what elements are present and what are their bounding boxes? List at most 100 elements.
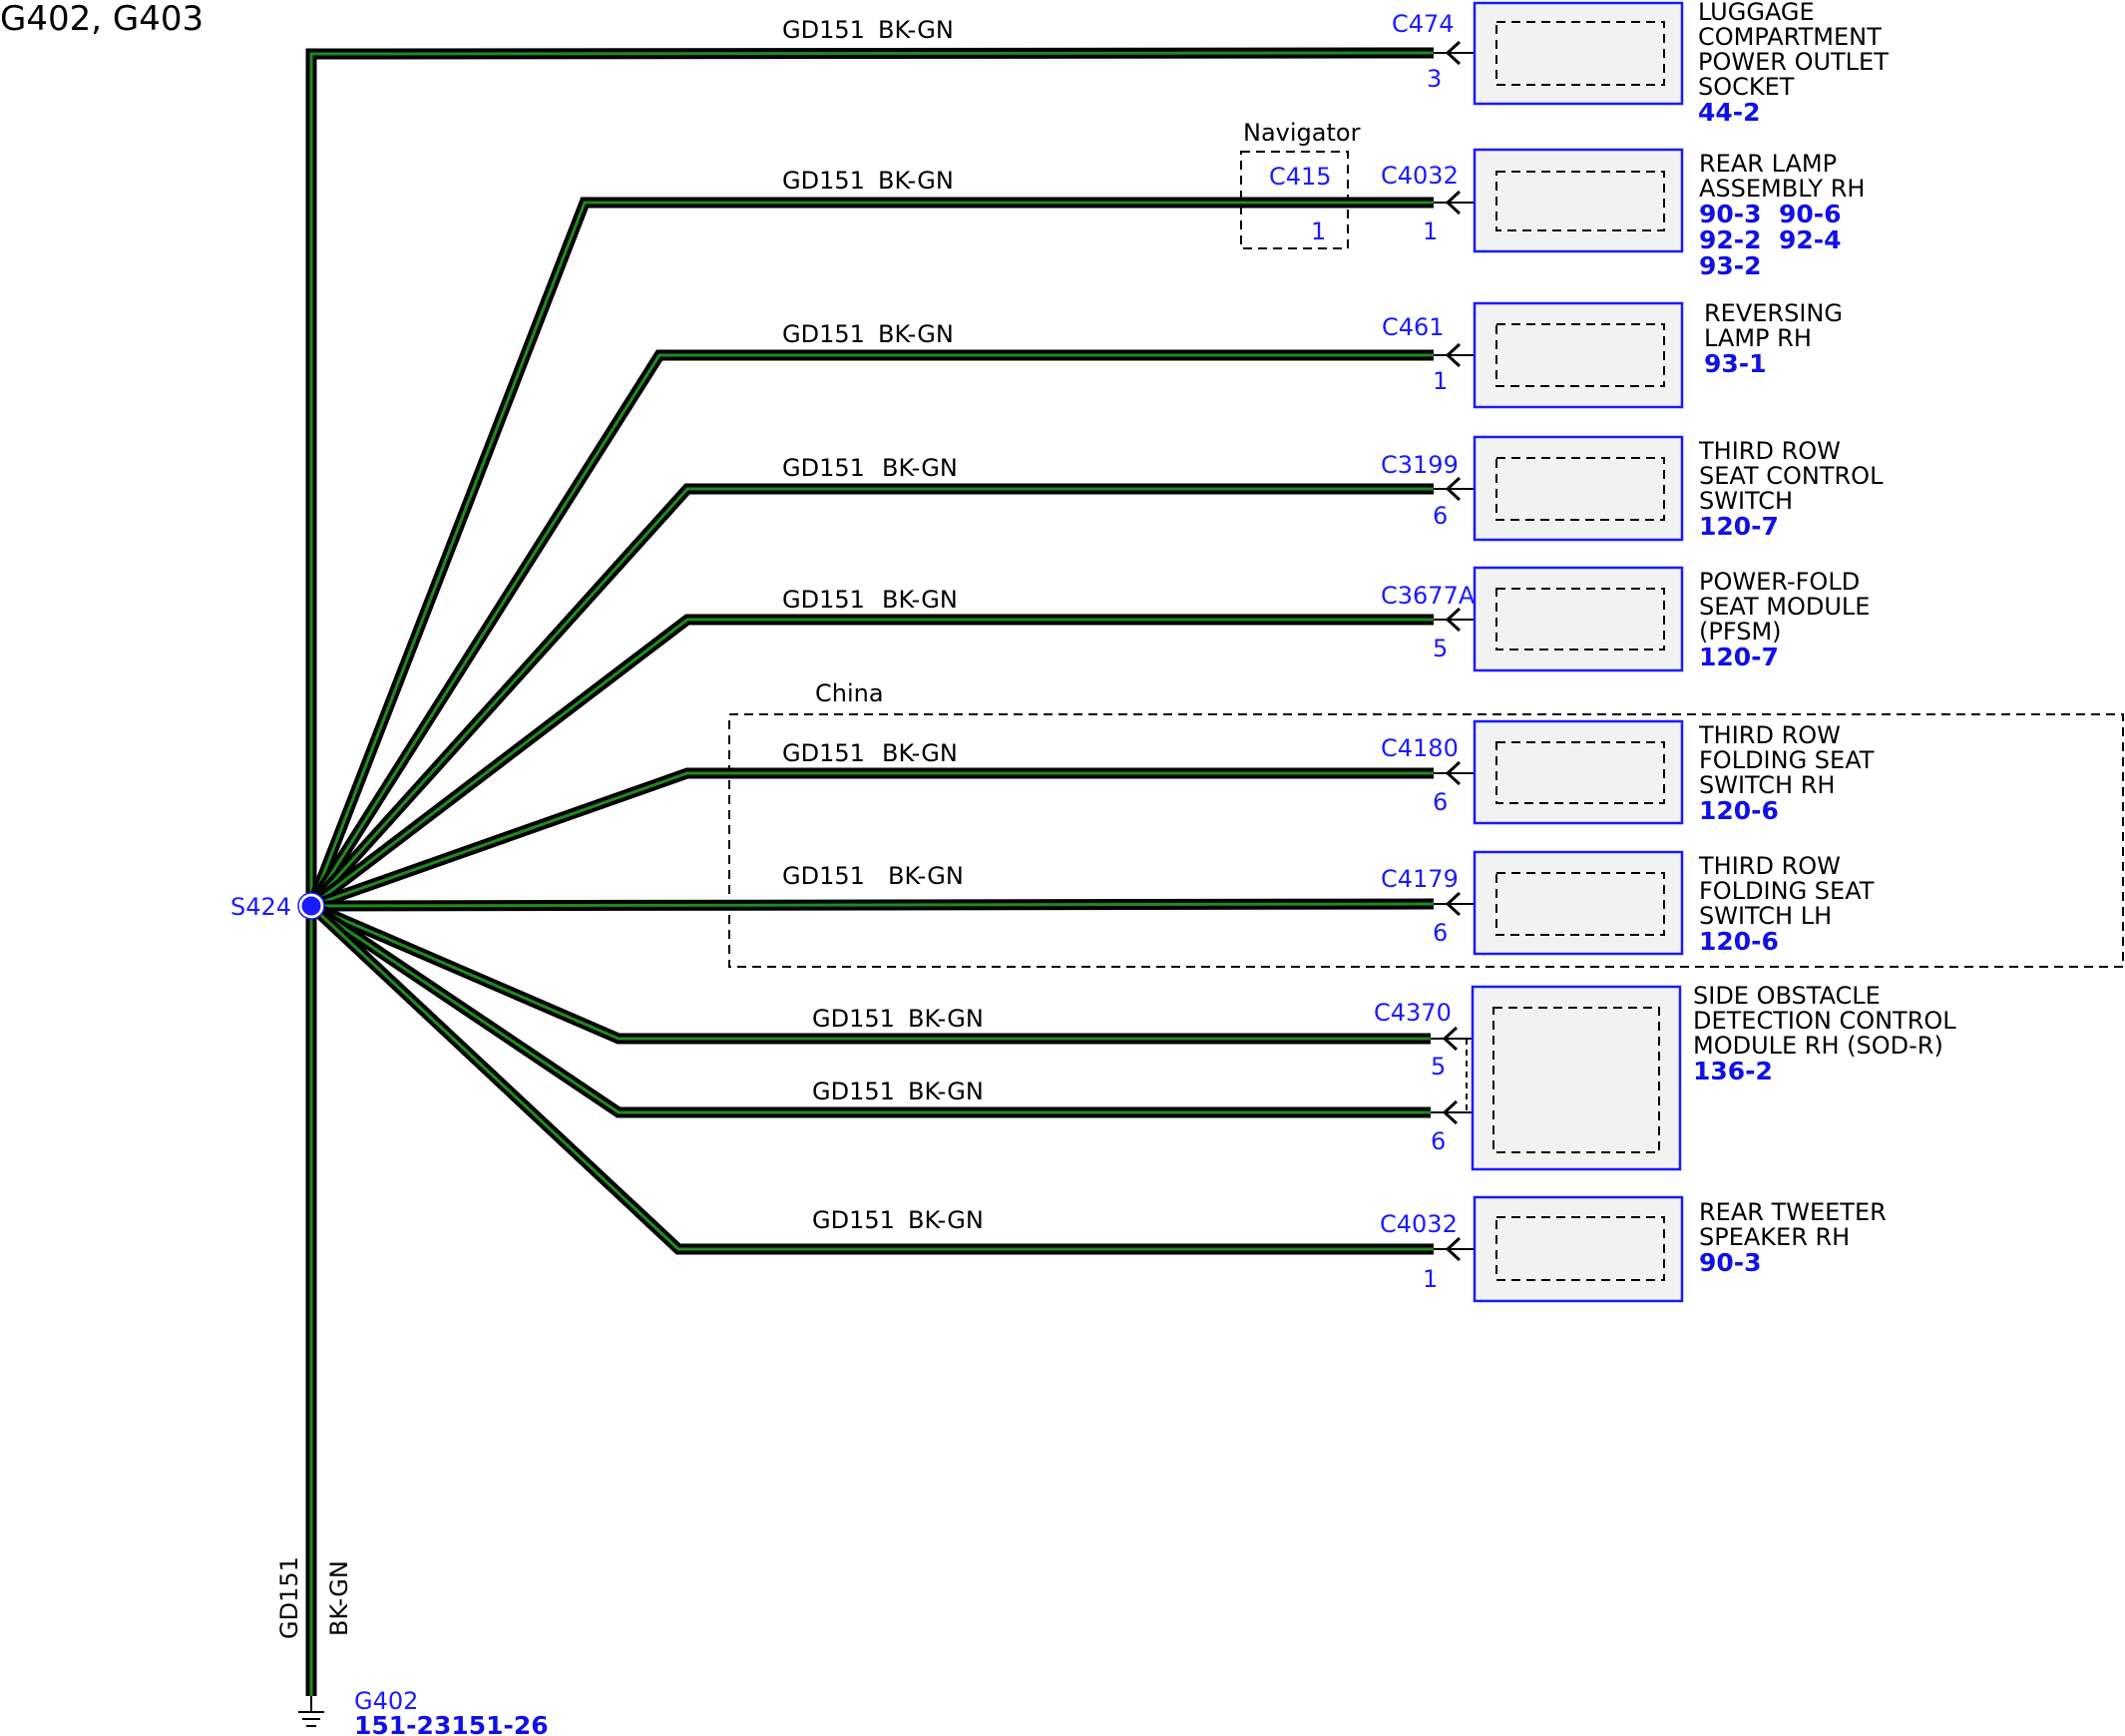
pin-label-7: 6 [1433,919,1448,947]
wire-label-9-circuit: GD151 [812,1206,895,1234]
wire-label-8a-circuit: GD151 [812,1005,895,1033]
component-7-name-line-1: THIRD ROW [1698,852,1841,880]
wire-branch-8b [307,901,1431,1118]
component-2-ref-3[interactable]: 93-2 [1699,251,1762,280]
splice-dot-icon [298,893,324,919]
wire-label-2-circuit: GD151 [782,167,865,195]
wire-label-9-color: BK-GN [908,1206,984,1234]
wire-label-3-circuit: GD151 [782,320,865,348]
component-5-ref-1[interactable]: 120-7 [1699,643,1779,671]
wire-label-4-circuit: GD151 [782,454,865,482]
wire-label-3-color: BK-GN [878,320,954,348]
component-7-name-line-3: SWITCH LH [1699,902,1832,930]
pin-label-8b: 6 [1431,1127,1446,1155]
wire-label-6-color: BK-GN [882,739,958,767]
pin-label-4: 6 [1433,502,1448,530]
connector-label-4: C3199 [1381,451,1459,479]
component-1-name-line-3: POWER OUTLET [1698,48,1889,76]
connector-label-9: C4032 [1380,1210,1458,1238]
component-9-ref-1[interactable]: 90-3 [1699,1248,1762,1277]
china-region: China [728,679,2124,968]
component-3-name-line-2: LAMP RH [1704,324,1812,352]
component-2-ref-1[interactable]: 90-3 90-6 [1699,200,1842,228]
component-2-ref-2[interactable]: 92-2 92-4 [1699,225,1842,254]
connector-arrow-icon [1442,1099,1459,1125]
wire-label-5-color: BK-GN [882,586,958,614]
china-label: China [815,679,884,707]
components [1431,1,1684,1303]
wire-branch-6 [309,767,1434,912]
connector-label-8: C4370 [1374,999,1452,1027]
pin-label-3: 1 [1433,367,1448,395]
connector-arrow-icon [1445,342,1462,368]
component-7-name-line-2: FOLDING SEAT [1699,877,1875,905]
component-6-name-line-2: FOLDING SEAT [1699,746,1875,774]
component-1 [1434,1,1684,106]
wire-branch-5 [307,614,1434,911]
connector-label-3: C461 [1382,313,1445,341]
component-3-ref-1[interactable]: 93-1 [1704,349,1767,378]
connector-label-2: C4032 [1381,162,1459,190]
wire-label-2-color: BK-GN [878,167,954,195]
connector-arrow-icon [1445,190,1462,216]
wire-label-7-color: BK-GN [888,862,964,890]
wire-label-8b-circuit: GD151 [812,1078,895,1105]
wire-label-8b-color: BK-GN [908,1078,984,1105]
connector-arrow-icon [1445,891,1462,917]
component-1-name-line-2: COMPARTMENT [1698,23,1882,51]
connector-arrow-icon [1442,1026,1459,1052]
wire-branch-7 [310,898,1435,912]
component-4 [1434,435,1684,542]
wire-branch-8a [308,900,1431,1045]
connector-label-1: C474 [1392,10,1455,38]
component-3-name-line-1: REVERSING [1704,299,1843,327]
navigator-pin-label: 1 [1311,217,1326,245]
pin-label-5: 5 [1433,635,1448,662]
component-8-name-line-1: SIDE OBSTACLE [1693,982,1881,1010]
component-2 [1434,148,1684,253]
wire-branch-1 [305,47,1435,906]
pin-label-1: 3 [1427,65,1442,93]
component-1-ref-1[interactable]: 44-2 [1698,98,1761,127]
navigator-region: Navigator C415 1 [1240,119,1361,249]
component-7 [1434,850,1684,956]
component-5 [1434,566,1684,672]
component-8-name-line-2: DETECTION CONTROL [1693,1007,1956,1035]
splice-s424: S424 [230,892,325,921]
wire-branch-4 [306,483,1434,910]
splice-label: S424 [230,893,291,921]
component-2-name-line-1: REAR LAMP [1699,150,1837,178]
component-9 [1434,1195,1684,1303]
component-7-ref-1[interactable]: 120-6 [1699,927,1779,956]
wire-labels: GD151 BK-GN GD151 BK-GN GD151 BK-GN GD15… [275,16,984,1639]
component-4-name-line-3: SWITCH [1699,487,1793,515]
trunk-circuit-label: GD151 [275,1556,303,1639]
wire-label-8a-color: BK-GN [908,1005,984,1033]
component-3 [1434,301,1684,409]
diagram-title: G402, G403 [0,0,204,39]
component-4-ref-1[interactable]: 120-7 [1699,512,1779,541]
component-4-name-line-1: THIRD ROW [1698,437,1841,465]
component-6-name-line-3: SWITCH RH [1699,771,1835,799]
component-6-ref-1[interactable]: 120-6 [1699,796,1779,825]
component-2-name-line-2: ASSEMBLY RH [1699,175,1865,203]
pin-label-8a: 5 [1431,1053,1446,1081]
navigator-label: Navigator [1243,119,1361,147]
component-6 [1434,719,1684,825]
navigator-connector-label: C415 [1269,163,1332,191]
component-5-name-line-3: (PFSM) [1699,618,1782,646]
ground-ref-label[interactable]: 151-23151-26 [354,1711,549,1736]
ground-g402: G402 151-23151-26 [298,1687,549,1736]
wire-branch-3 [306,349,1434,909]
component-9-name-line-1: REAR TWEETER [1699,1198,1887,1226]
component-8-name-line-3: MODULE RH (SOD-R) [1693,1032,1943,1060]
connector-arrow-icon [1445,40,1462,66]
connector-label-7: C4179 [1381,865,1459,893]
wire-label-5-circuit: GD151 [782,586,865,614]
component-8-ref-1[interactable]: 136-2 [1693,1057,1773,1085]
component-5-name-line-2: SEAT MODULE [1699,593,1870,621]
component-1-name-line-4: SOCKET [1698,73,1795,101]
component-9-name-line-2: SPEAKER RH [1699,1223,1850,1251]
wire-label-4-color: BK-GN [882,454,958,482]
